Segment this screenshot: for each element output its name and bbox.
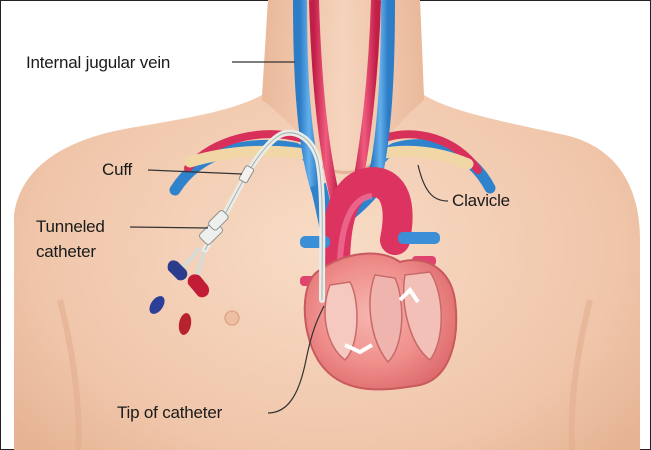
- label-tip-of-catheter: Tip of catheter: [117, 403, 222, 423]
- nipple: [225, 311, 239, 325]
- label-tunneled-catheter-line2: catheter: [36, 242, 96, 262]
- label-cuff: Cuff: [102, 160, 132, 180]
- label-internal-jugular-vein: Internal jugular vein: [26, 53, 170, 73]
- label-clavicle: Clavicle: [452, 191, 510, 211]
- label-tunneled-catheter-line1: Tunneled: [36, 217, 105, 237]
- pulmonary-artery-right: [398, 232, 440, 244]
